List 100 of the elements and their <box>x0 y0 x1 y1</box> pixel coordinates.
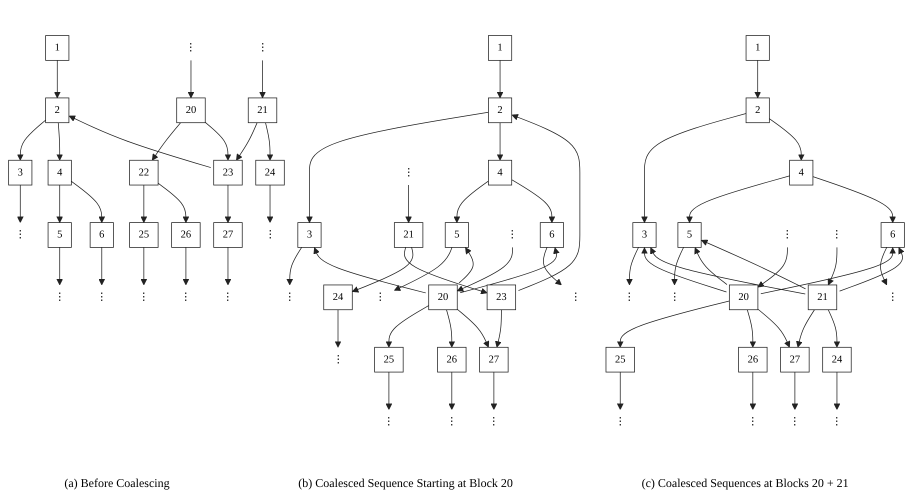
arrow <box>626 247 639 286</box>
node-box: 22 <box>129 160 158 186</box>
node-box: 5 <box>678 222 702 248</box>
node-text: ⋮ <box>614 416 626 428</box>
arrow <box>758 308 790 348</box>
node-box: 27 <box>780 346 810 372</box>
arrow <box>98 247 106 286</box>
node-text: ⋮ <box>570 292 581 303</box>
node-box: 20 <box>728 284 758 310</box>
arrow <box>140 247 148 286</box>
node-box: 21 <box>394 222 424 248</box>
node-text: ⋮ <box>264 229 276 241</box>
arrow <box>16 120 46 161</box>
arrow <box>188 60 194 98</box>
arrow <box>456 247 513 292</box>
arrow <box>686 176 790 223</box>
arrow <box>182 247 190 286</box>
arrow <box>386 305 430 348</box>
arrow <box>511 179 556 223</box>
node-text: ⋮ <box>790 416 800 428</box>
arrow <box>495 309 502 348</box>
node-box: 24 <box>822 346 852 372</box>
arrow <box>758 247 788 288</box>
node-text: ⋮ <box>332 354 344 366</box>
arrow <box>880 247 888 286</box>
arrow <box>70 180 106 223</box>
arrow <box>68 116 212 168</box>
panel-caption: (b) Coalesced Sequence Starting at Block 20 <box>298 476 513 491</box>
node-text: ⋮ <box>446 416 458 428</box>
arrow <box>694 247 728 285</box>
node-text: ⋮ <box>887 292 898 303</box>
node-box: 26 <box>437 346 466 372</box>
arrow <box>54 60 61 98</box>
arrow <box>236 122 258 161</box>
node-text: ⋮ <box>832 229 842 241</box>
node-box: 21 <box>248 98 278 124</box>
node-box: 2 <box>746 98 770 124</box>
node-box: 6 <box>880 222 905 248</box>
node-text: ⋮ <box>15 229 26 241</box>
arrow <box>314 247 426 294</box>
node-text: ⋮ <box>669 292 680 303</box>
node-text: ⋮ <box>748 416 758 428</box>
node-text: ⋮ <box>832 416 842 428</box>
node-text: ⋮ <box>624 292 635 303</box>
node-box: 6 <box>540 222 564 248</box>
arrow <box>56 184 64 223</box>
node-text: ⋮ <box>488 416 500 428</box>
arrow <box>266 184 274 223</box>
arrow <box>512 114 580 291</box>
arrow <box>828 309 840 348</box>
arrow <box>56 122 64 161</box>
arrow <box>448 372 456 410</box>
arrow <box>616 300 730 348</box>
node-box: 25 <box>374 346 404 372</box>
panel-caption: (c) Coalesced Sequences at Blocks 20 + 21 <box>642 476 849 491</box>
panel-caption: (a) Before Coalescing <box>64 476 170 491</box>
node-box: 4 <box>488 160 512 186</box>
arrow <box>405 184 412 223</box>
arrow <box>768 118 805 161</box>
arrow <box>543 247 562 286</box>
arrow <box>834 372 840 410</box>
arrow <box>446 309 456 348</box>
node-box: 24 <box>323 284 353 310</box>
arrow <box>796 309 815 348</box>
node-text: ⋮ <box>138 292 150 303</box>
node-box: 3 <box>632 222 656 248</box>
node-text: ⋮ <box>384 416 394 428</box>
node-box: 23 <box>213 160 243 186</box>
arrow <box>458 247 474 284</box>
node-box: 5 <box>444 222 469 248</box>
node-text: ⋮ <box>222 292 234 303</box>
node-text: ⋮ <box>54 292 65 303</box>
arrow <box>158 182 190 223</box>
node-text: ⋮ <box>403 167 414 178</box>
arrow <box>792 372 798 410</box>
arrow <box>394 247 452 291</box>
arrow <box>701 240 806 290</box>
arrow <box>352 247 414 293</box>
arrow <box>306 112 489 223</box>
arrow <box>404 247 488 294</box>
node-text: ⋮ <box>782 229 793 241</box>
node-text: ⋮ <box>257 42 268 54</box>
arrow <box>140 184 148 223</box>
node-box: 4 <box>48 160 72 186</box>
arrow <box>839 247 904 292</box>
node-text: ⋮ <box>284 292 296 303</box>
arrow <box>460 247 560 294</box>
node-box: 27 <box>213 222 243 248</box>
arrow <box>265 122 274 161</box>
arrow <box>456 308 490 348</box>
node-text: ⋮ <box>374 292 386 303</box>
node-text: ⋮ <box>180 292 192 303</box>
node-box: 4 <box>789 160 814 186</box>
arrow <box>224 184 232 223</box>
node-box: 3 <box>297 222 322 248</box>
arrow <box>286 247 302 286</box>
arrow <box>204 122 232 161</box>
node-text: ⋮ <box>186 42 196 54</box>
arrow <box>386 372 392 410</box>
node-box: 20 <box>428 284 458 310</box>
